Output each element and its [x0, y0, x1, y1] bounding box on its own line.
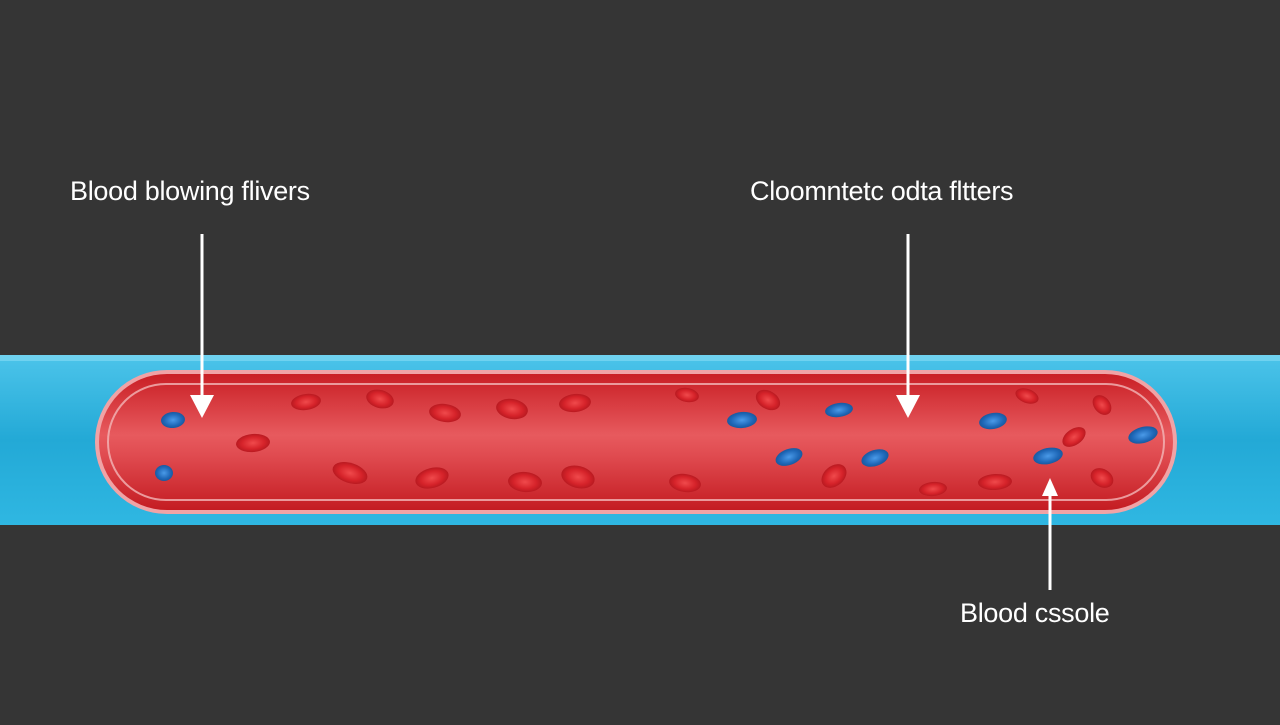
- red-blood-cell: [559, 393, 591, 413]
- red-blood-cell: [332, 461, 368, 485]
- red-blood-cell: [429, 403, 461, 423]
- blue-cell: [979, 412, 1007, 430]
- blue-cell: [861, 449, 889, 467]
- red-blood-cell: [508, 471, 542, 493]
- blue-cell: [155, 465, 173, 481]
- blue-cell: [1128, 426, 1158, 444]
- label-top-left: Blood blowing flivers: [70, 176, 310, 206]
- down-arrow-icon: [190, 234, 214, 418]
- down-arrow-icon: [896, 234, 920, 418]
- red-blood-cell: [755, 389, 781, 411]
- red-blood-cell: [1062, 427, 1086, 447]
- up-arrow-icon: [1042, 478, 1058, 590]
- blue-cells: [155, 402, 1158, 481]
- blue-cell: [161, 411, 185, 429]
- blue-cell: [1033, 447, 1063, 465]
- blue-cell: [825, 402, 853, 418]
- channel-top-edge: [0, 355, 1280, 361]
- red-blood-cell: [366, 389, 394, 409]
- red-blood-cell: [1092, 395, 1112, 415]
- red-blood-cell: [821, 464, 847, 488]
- red-blood-cell: [669, 473, 701, 493]
- red-blood-cell: [1015, 388, 1039, 404]
- red-blood-cell: [919, 481, 947, 497]
- label-bottom-right: Blood cssole: [960, 598, 1110, 628]
- red-blood-cell: [236, 433, 270, 453]
- red-blood-cell: [496, 398, 528, 420]
- vessel-inner-line: [107, 383, 1165, 501]
- red-blood-cell: [415, 467, 449, 489]
- blue-cell: [727, 411, 757, 429]
- label-top-right: Cloomntetc odta fltters: [750, 176, 1014, 206]
- red-cells: [236, 387, 1114, 497]
- red-blood-cell: [978, 473, 1012, 491]
- blue-cell: [775, 448, 803, 466]
- red-blood-cell: [675, 387, 699, 403]
- red-blood-cell: [291, 393, 321, 411]
- red-blood-cell: [561, 465, 595, 489]
- red-blood-cell: [1090, 468, 1114, 488]
